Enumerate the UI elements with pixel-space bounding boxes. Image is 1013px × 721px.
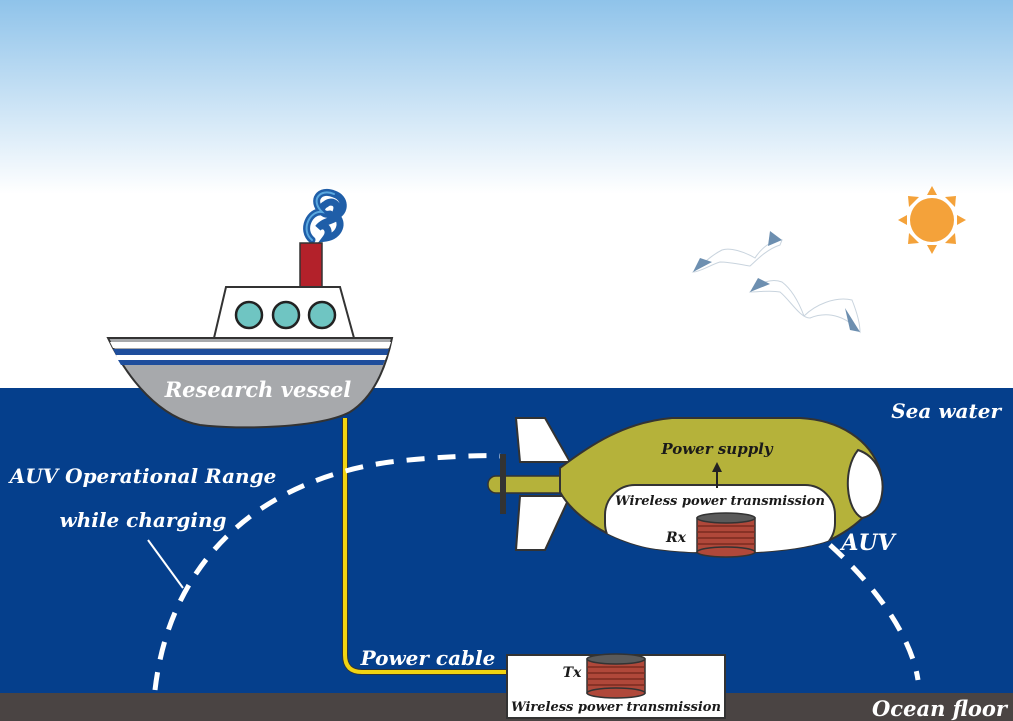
- research-vessel-label: Research vessel: [164, 377, 352, 402]
- wpt-station-label: Wireless power transmission: [511, 700, 721, 715]
- research-vessel: [106, 189, 394, 429]
- auv-nose: [846, 448, 884, 520]
- porthole: [234, 300, 264, 330]
- auv-lower-fin: [514, 495, 572, 551]
- auv-propeller: [500, 454, 506, 514]
- seagull-icon: [691, 231, 783, 273]
- auv: [487, 417, 884, 558]
- range-leader-line: [147, 539, 184, 589]
- porthole: [307, 300, 337, 330]
- sea-water-label: Sea water: [891, 399, 1002, 423]
- operational-range-arc: [152, 453, 501, 691]
- power-cable-label: Power cable: [360, 646, 496, 670]
- tx-label: Tx: [563, 665, 582, 681]
- charging-station: [506, 653, 726, 719]
- auv-label: AUV: [839, 530, 896, 556]
- ocean-floor-label: Ocean floor: [872, 696, 1009, 721]
- power-supply-label: Power supply: [660, 440, 773, 458]
- sun-icon: [898, 186, 966, 254]
- wpt-auv-label: Wireless power transmission: [615, 494, 825, 509]
- sky: [0, 0, 1013, 388]
- smoke-icon: [303, 189, 347, 244]
- seagull-icon: [748, 278, 861, 334]
- power-cable-core: [343, 418, 508, 674]
- power-arrow-head: [712, 462, 722, 472]
- range-label-line1: AUV Operational Range: [8, 464, 277, 488]
- funnel: [299, 242, 323, 288]
- range-label-line2: while charging: [60, 508, 227, 532]
- rx-label: Rx: [665, 530, 687, 546]
- coil-icon: [696, 512, 756, 558]
- porthole: [271, 300, 301, 330]
- coil-icon: [586, 653, 646, 699]
